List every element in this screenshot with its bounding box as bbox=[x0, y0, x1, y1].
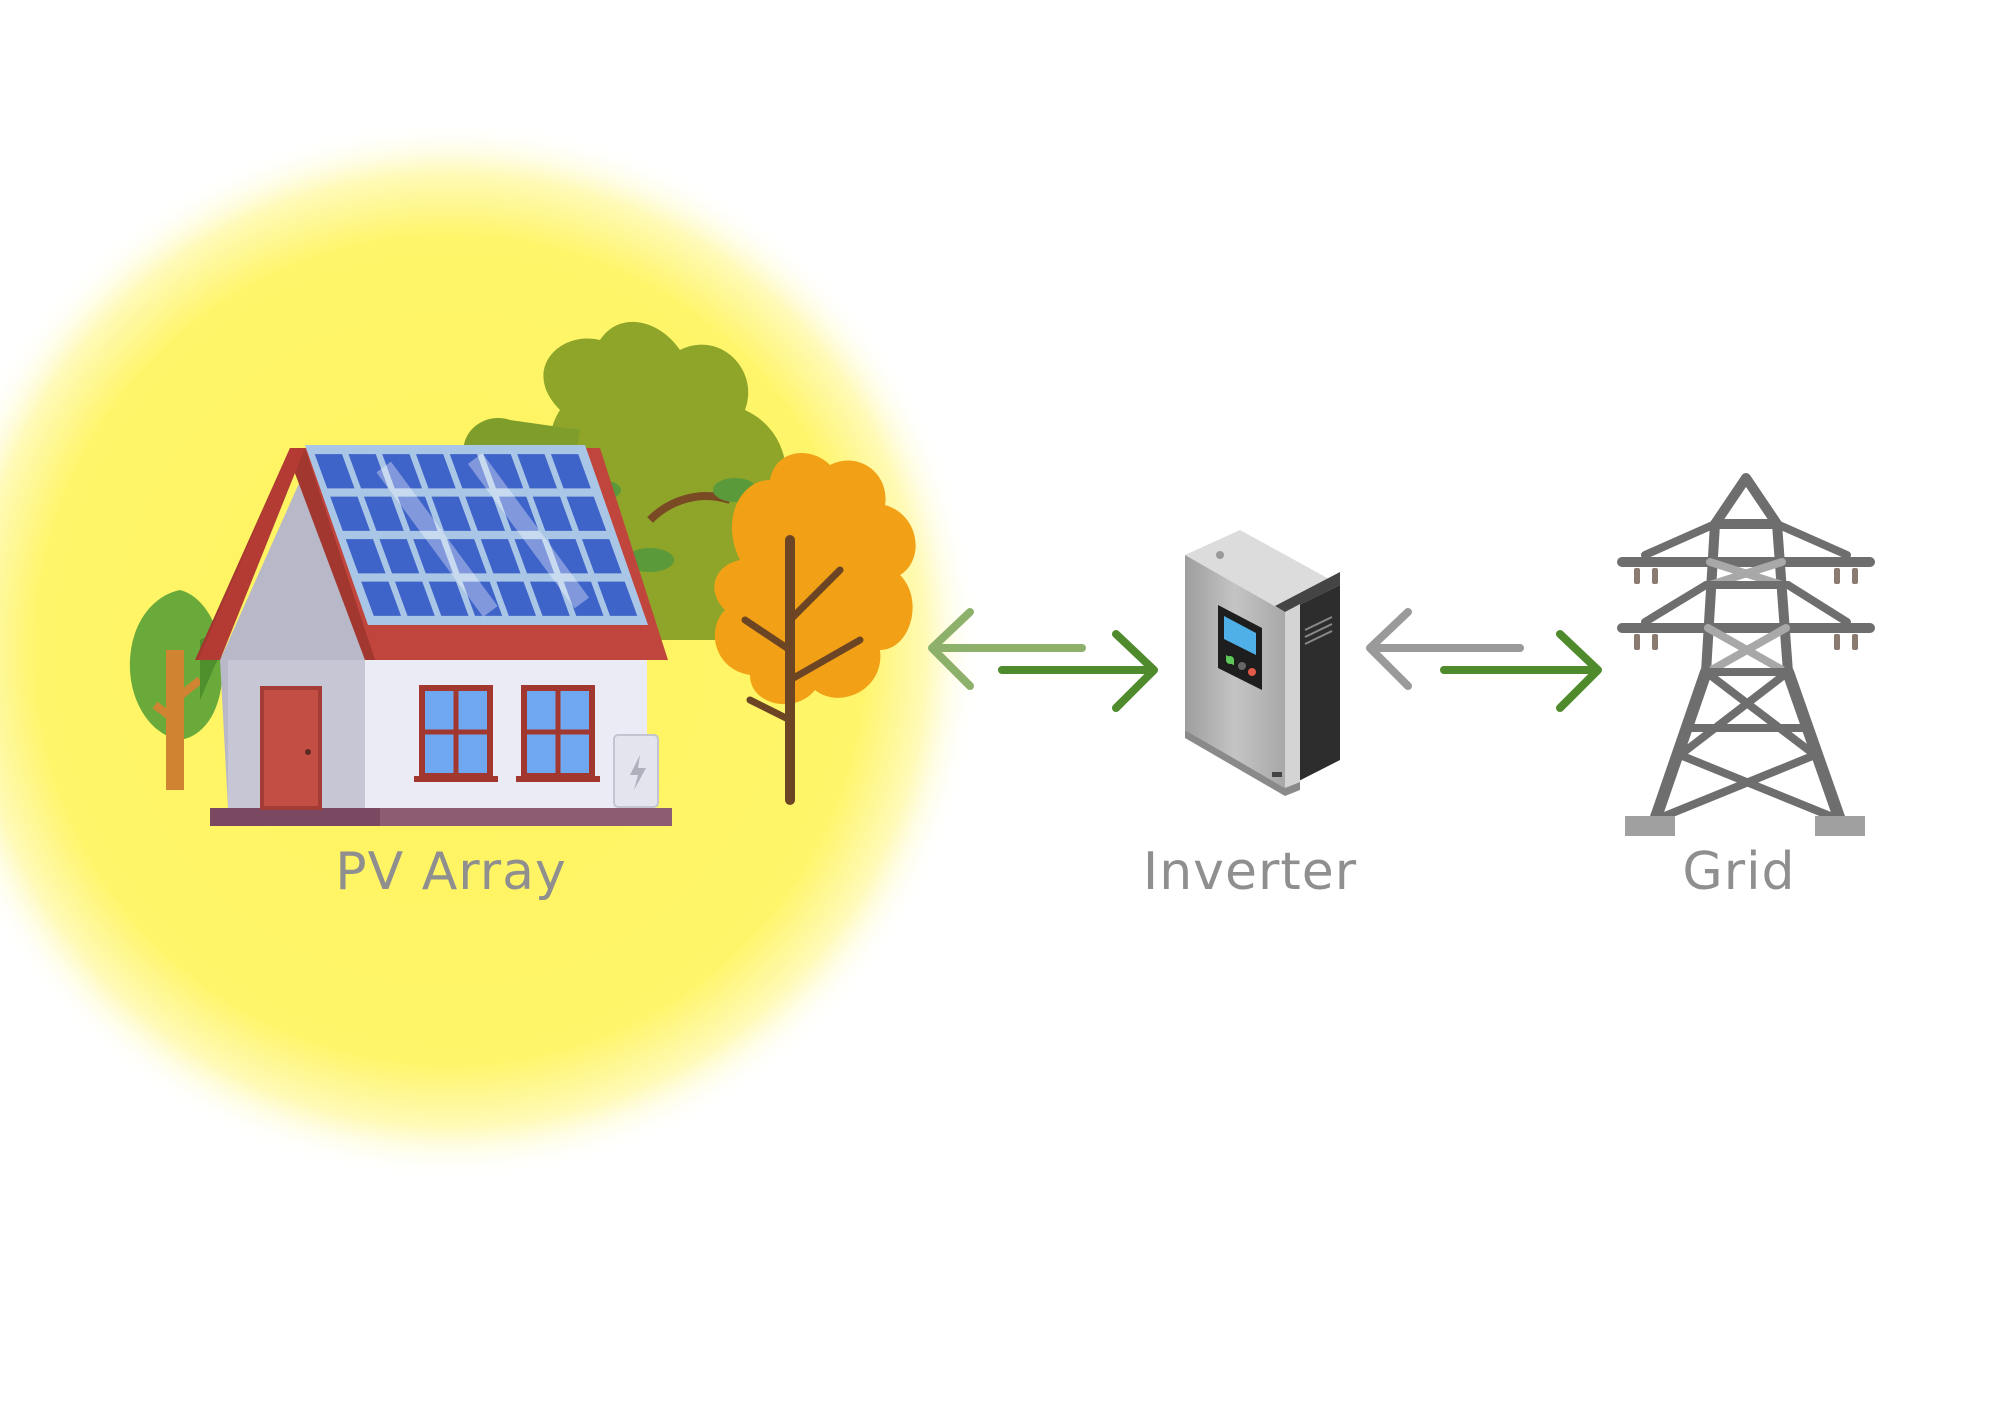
meter-box-icon bbox=[613, 734, 659, 808]
solar-cell bbox=[496, 581, 537, 616]
solar-cell bbox=[514, 539, 555, 574]
solar-cell bbox=[465, 496, 506, 531]
solar-cell bbox=[397, 496, 438, 531]
panel-divider bbox=[442, 448, 510, 622]
solar-cell bbox=[597, 581, 638, 616]
solar-cell bbox=[413, 539, 454, 574]
flow-arrows bbox=[928, 608, 1602, 712]
solar-cell bbox=[394, 581, 435, 616]
inverter-box-icon bbox=[1185, 530, 1340, 796]
solar-cell bbox=[431, 496, 472, 531]
arrow-pv-inverter bbox=[928, 608, 1158, 712]
house-with-solar-panels-icon bbox=[129, 321, 916, 826]
solar-cell bbox=[517, 454, 558, 489]
house-window-right bbox=[516, 685, 600, 782]
tower-insulators bbox=[1634, 568, 1858, 650]
orange-tree-icon bbox=[714, 453, 916, 805]
solar-cell bbox=[330, 496, 371, 531]
solar-cell bbox=[529, 581, 570, 616]
solar-cell bbox=[428, 581, 469, 616]
solar-cell bbox=[314, 454, 355, 489]
pv-array-label: PV Array bbox=[335, 842, 567, 902]
solar-cell bbox=[361, 581, 402, 616]
solar-cell bbox=[446, 539, 487, 574]
solar-cell bbox=[462, 581, 503, 616]
tower-feet bbox=[1625, 816, 1865, 836]
solar-cell bbox=[566, 496, 607, 531]
transmission-tower-icon bbox=[1617, 473, 1875, 826]
panel-glare bbox=[376, 461, 498, 617]
solar-cell bbox=[550, 454, 591, 489]
arrow-inverter-grid bbox=[1366, 608, 1602, 712]
solar-cell bbox=[363, 496, 404, 531]
solar-cell bbox=[532, 496, 573, 531]
house-window-left bbox=[414, 685, 498, 782]
solar-cell bbox=[379, 539, 420, 574]
solar-cell bbox=[483, 454, 524, 489]
solar-cell bbox=[449, 454, 490, 489]
solar-cell bbox=[415, 454, 456, 489]
panel-glare bbox=[467, 453, 590, 609]
solar-cell bbox=[382, 454, 423, 489]
grid-label: Grid bbox=[1682, 842, 1796, 902]
solar-cell bbox=[345, 539, 386, 574]
solar-panel-array bbox=[305, 445, 648, 625]
solar-cell bbox=[348, 454, 389, 489]
solar-cell bbox=[581, 539, 622, 574]
house-front-wall bbox=[365, 660, 647, 808]
solar-cell bbox=[548, 539, 589, 574]
solar-cell bbox=[498, 496, 539, 531]
solar-cell bbox=[480, 539, 521, 574]
inverter-label: Inverter bbox=[1142, 842, 1358, 902]
house-door bbox=[262, 688, 320, 808]
solar-cell bbox=[563, 581, 604, 616]
